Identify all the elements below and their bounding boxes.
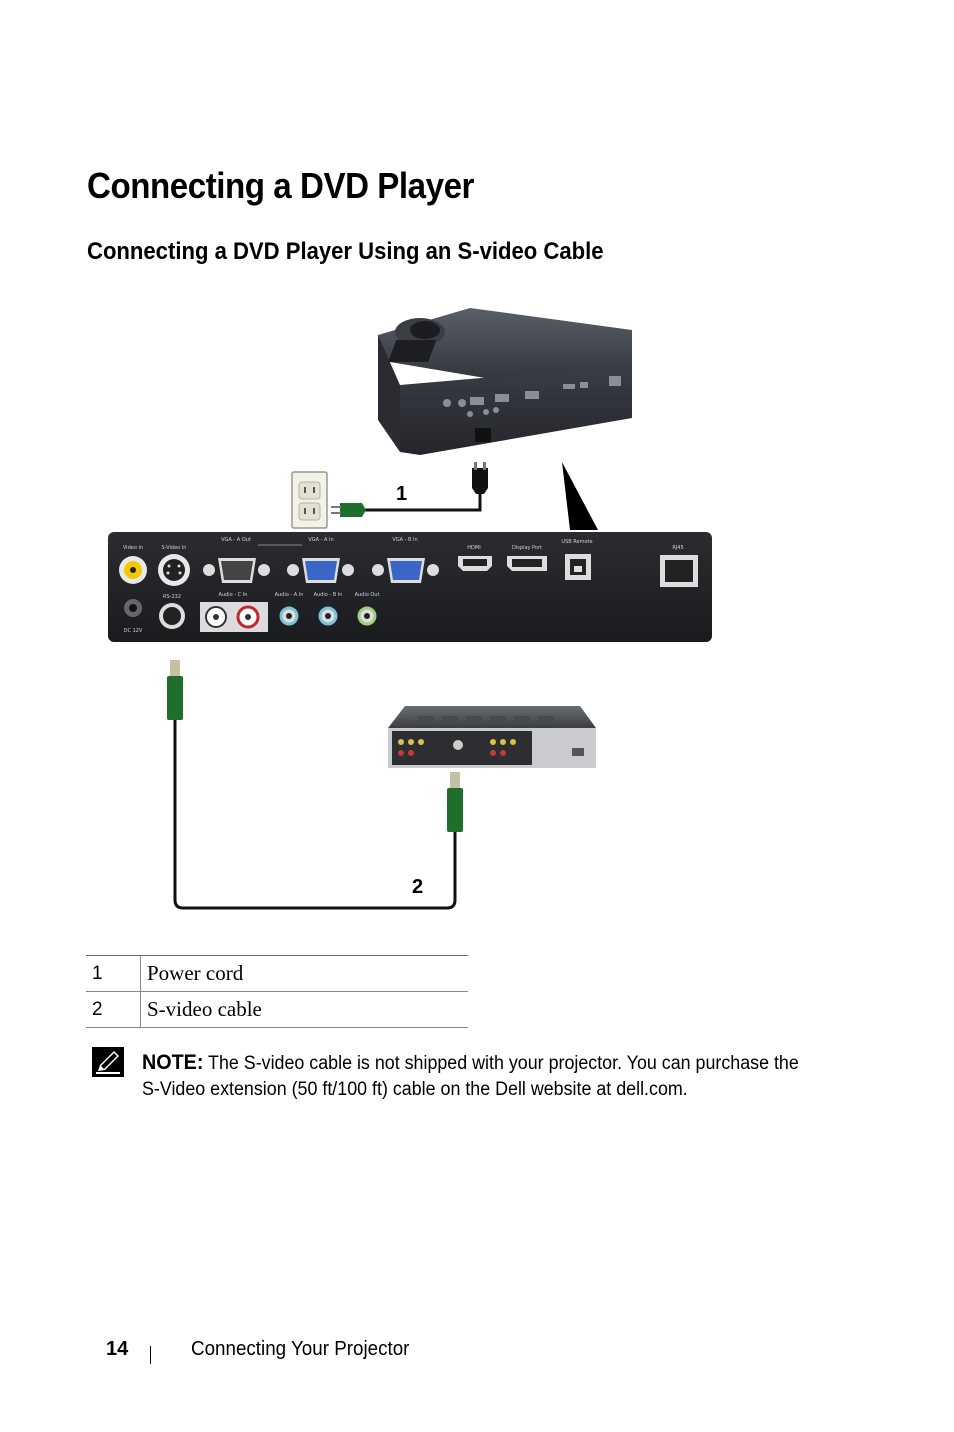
panel-label-vga-a-in: VGA - A In — [308, 537, 333, 543]
legend-label: S-video cable — [140, 991, 468, 1028]
power-cord — [331, 462, 488, 517]
panel-label-vga-a-out: VGA - A Out — [221, 537, 251, 543]
table-row: 2 S-video cable — [86, 991, 468, 1028]
footer-section-title: Connecting Your Projector — [191, 1338, 410, 1360]
panel-label-audio-a-in: Audio - A In — [275, 592, 304, 598]
legend-number: 2 — [86, 991, 141, 1028]
s-video-cable — [167, 660, 463, 910]
legend-label: Power cord — [140, 955, 468, 992]
note-paragraph: NOTE: The S-video cable is not shipped w… — [142, 1050, 800, 1103]
page-number: 14 — [106, 1338, 129, 1360]
note-label: NOTE: — [142, 1051, 204, 1074]
pencil-note-icon — [92, 1047, 124, 1077]
panel-label-audio-b-in: Audio - B In — [314, 592, 343, 598]
dell-link[interactable]: dell.com — [616, 1079, 683, 1100]
zoom-pointer — [562, 462, 598, 530]
callout-2: 2 — [412, 876, 423, 898]
panel-label-dc-12v: DC 12V — [124, 628, 143, 634]
panel-label-display-port: Display Port — [512, 545, 542, 551]
legend-number: 1 — [86, 955, 141, 992]
projector-illustration — [378, 308, 632, 455]
connection-diagram: 1 Video In S-Video In VGA - A Out VGA - … — [108, 308, 712, 910]
panel-label-audio-out: Audio Out — [355, 592, 380, 598]
panel-label-rs232: RS-232 — [163, 594, 181, 600]
panel-label-rj45: RJ45 — [672, 545, 683, 551]
page-title: Connecting a DVD Player — [87, 165, 474, 206]
note-text: The S-video cable is not shipped with yo… — [142, 1053, 799, 1100]
panel-label-usb-remote: USB Remote — [561, 539, 592, 545]
dvd-player-illustration — [388, 706, 596, 768]
section-subtitle: Connecting a DVD Player Using an S-video… — [87, 238, 604, 265]
panel-label-vga-b-in: VGA - B In — [392, 537, 417, 543]
callout-1: 1 — [396, 483, 407, 505]
table-row: 1 Power cord — [86, 955, 468, 992]
note-text-end: . — [682, 1079, 688, 1100]
footer-divider — [150, 1346, 151, 1364]
projector-connector-panel: Video In S-Video In VGA - A Out VGA - A … — [108, 532, 712, 642]
legend-table: 1 Power cord 2 S-video cable — [86, 955, 468, 1028]
panel-label-audio-c-in: Audio - C In — [219, 592, 248, 598]
wall-outlet-icon — [291, 471, 328, 529]
panel-label-hdmi: HDMI — [467, 545, 480, 551]
panel-label-video-in: Video In — [123, 545, 143, 551]
panel-label-s-video-in: S-Video In — [162, 545, 187, 551]
